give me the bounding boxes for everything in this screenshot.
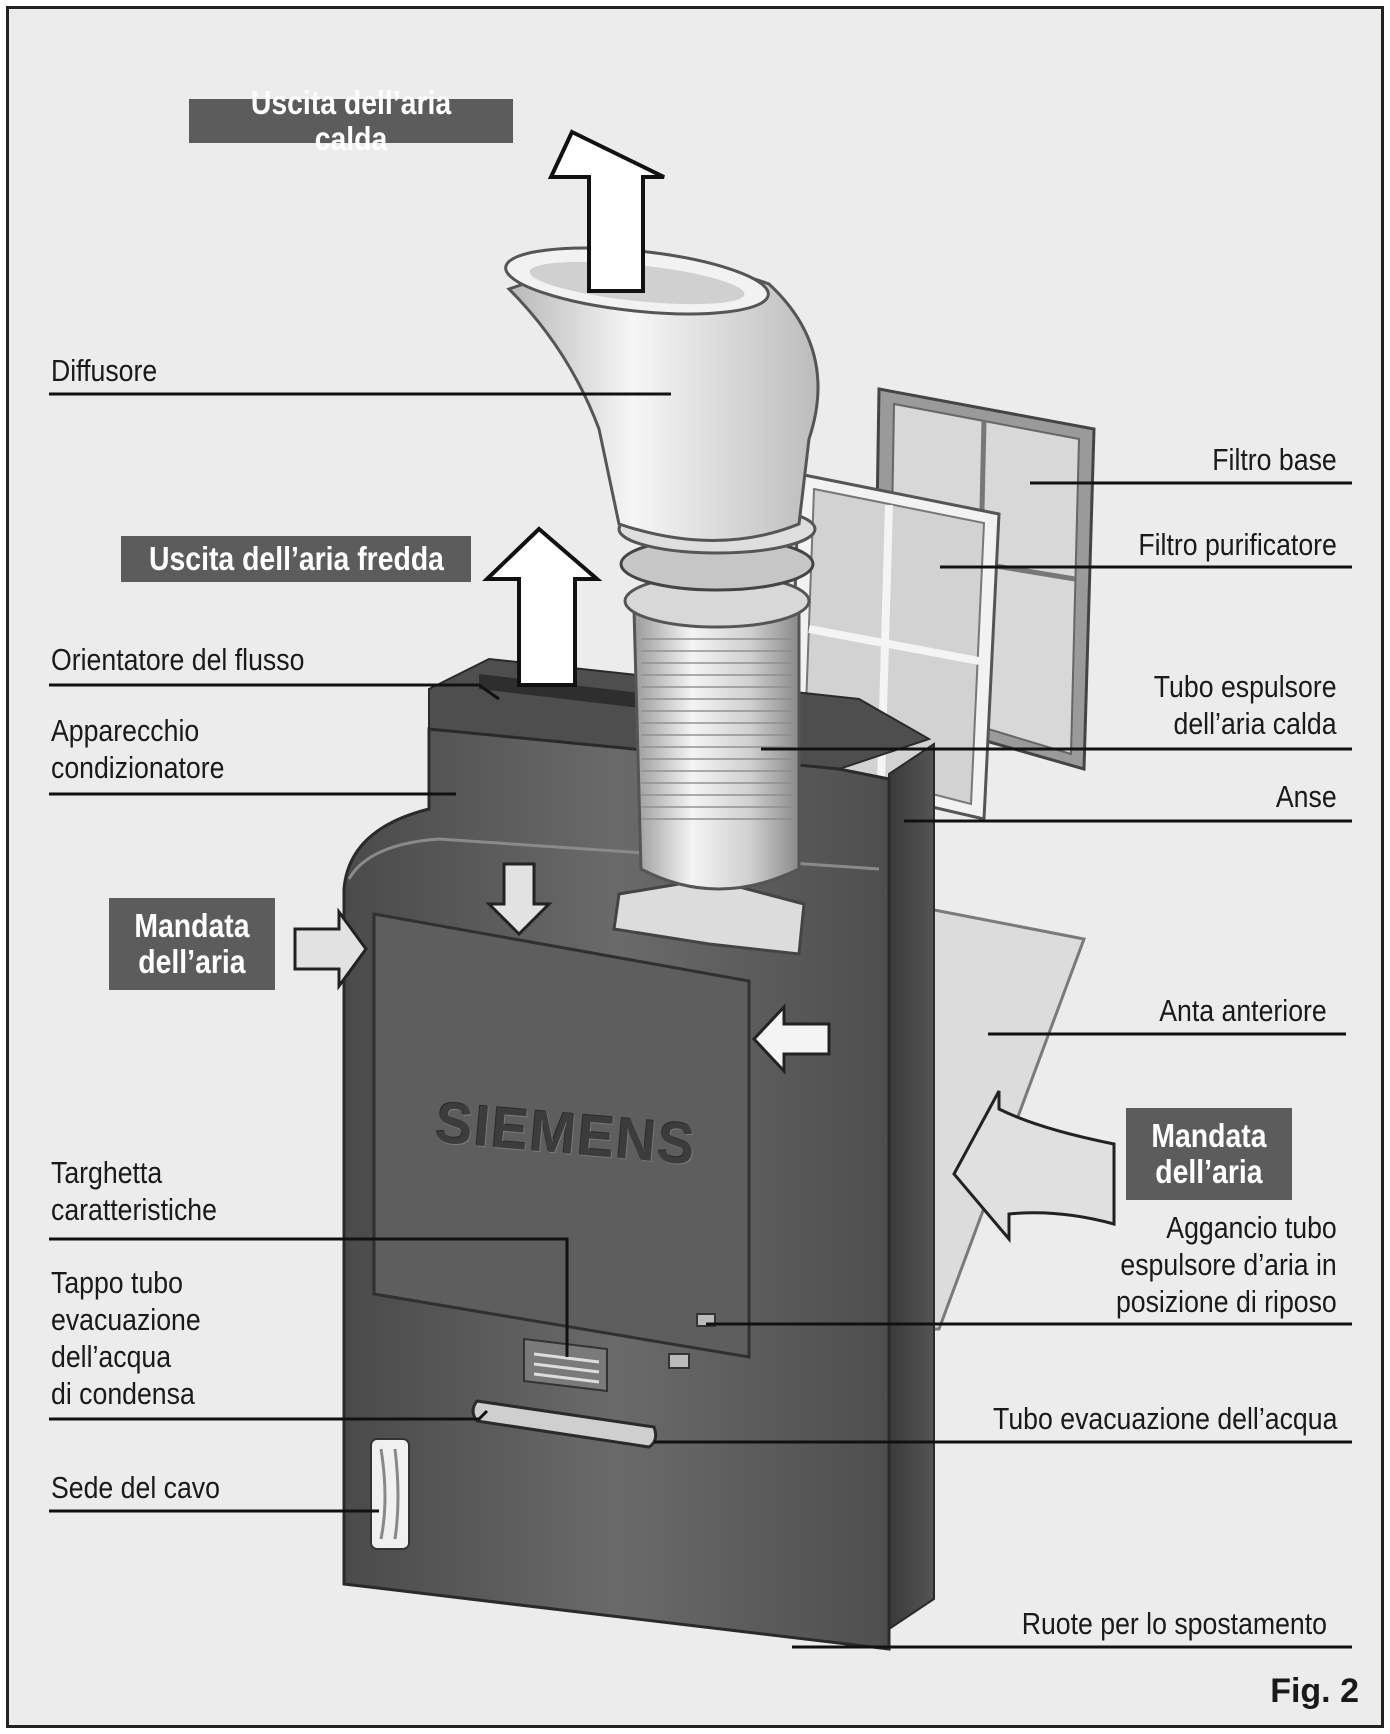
label-ruote: Ruote per lo spostamento [1021,1606,1327,1641]
rating-plate [523,1337,608,1393]
label-anta: Anta anteriore [1159,993,1327,1028]
label-anse: Anse [1276,779,1337,814]
label-filtro-purificatore: Filtro purificatore [1138,527,1337,562]
callout-warm-air-outlet: Uscita dell’aria calda [189,85,513,157]
label-aggancio: Aggancio tubo espulsore d’aria in posizi… [1116,1210,1337,1319]
leader-targhetta [49,1237,569,1357]
air-conditioner-illustration [49,129,1352,1651]
intake-arrow-front [751,1003,831,1075]
diagram-frame: SIEMENS Uscita dell’aria calda Uscita de… [6,6,1384,1728]
label-filtro-base: Filtro base [1212,442,1337,477]
diffuser [504,246,820,542]
label-apparecchio: Apparecchio condizionatore [51,713,225,785]
label-targhetta: Targhetta caratteristiche [51,1155,217,1227]
front-panel [372,912,751,1359]
exhaust-hose [617,503,817,891]
callout-cold-air-outlet: Uscita dell’aria fredda [121,536,471,582]
cable-housing [370,1438,410,1550]
label-tappo: Tappo tubo evacuazione dell’acqua di con… [51,1265,201,1411]
label-diffusore: Diffusore [51,353,158,388]
label-tubo-espulsore: Tubo espulsore dell’aria calda [1154,669,1337,741]
water-drain-tube [471,1399,658,1449]
cold-air-arrow [482,526,603,687]
callout-air-intake-left: Mandata dell’aria [109,898,275,990]
label-tubo-acqua: Tubo evacuazione dell’acqua [992,1401,1337,1436]
condensate-cap [668,1353,690,1369]
leader-orientatore [49,683,500,701]
intake-arrow-top [485,862,553,937]
leader-tappo [49,1409,489,1421]
callout-air-intake-right: Mandata dell’aria [1126,1108,1292,1200]
figure-label: Fig. 2 [1270,1672,1359,1710]
intake-arrow-right [952,1090,1116,1244]
label-orientatore: Orientatore del flusso [51,642,305,677]
warm-air-arrow [547,129,665,293]
label-sede-cavo: Sede del cavo [51,1470,220,1505]
intake-arrow-left [293,907,368,991]
unit-side [888,742,935,1631]
